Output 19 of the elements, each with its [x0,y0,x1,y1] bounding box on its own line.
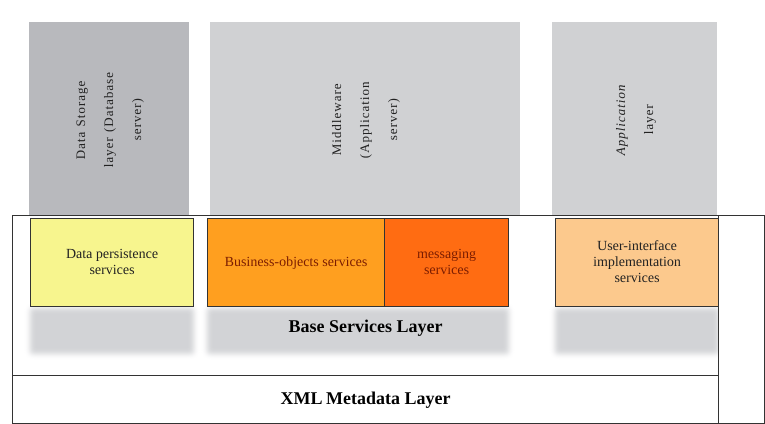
service-label: messaging services [416,246,478,278]
layer-title: Application layer [612,82,657,157]
layer-title: XML Metadata Layer [280,388,450,409]
layer-panel [210,22,520,215]
layer-panel [29,22,189,215]
layer-title: Base Services Layer [288,316,442,337]
side-band [718,215,765,424]
service-label: Business-objects services [224,254,368,270]
service-box [30,218,194,307]
service-box [207,218,385,307]
layer-title: Middleware (Application server) [328,78,401,160]
layer-panel [552,22,717,215]
service-label: Data persistence services [64,246,160,278]
service-box [384,218,509,307]
layer-box [12,215,719,376]
service-box [555,218,719,307]
service-label: User-interface implementation services [592,238,682,286]
layer-box [12,375,719,424]
layer-title: Data Storage layer (Database server) [72,70,145,167]
